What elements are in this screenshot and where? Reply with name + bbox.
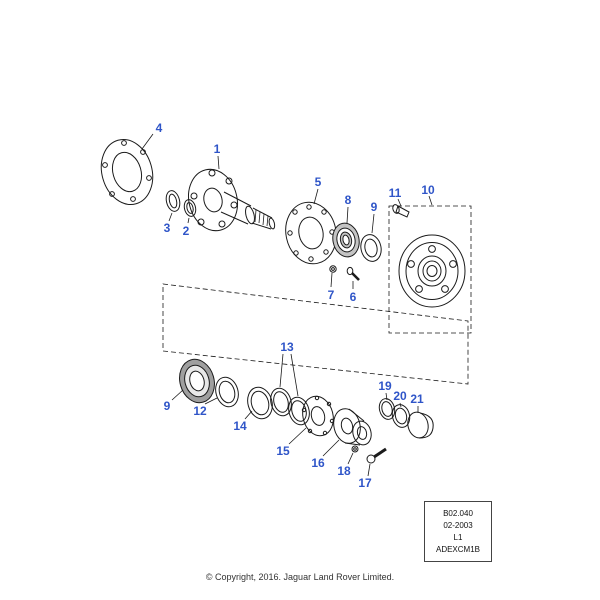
part-13-lock-rings: [270, 387, 310, 426]
part-17-bolt: [366, 447, 387, 464]
leader-line: [371, 213, 375, 234]
part-label-10[interactable]: 10: [421, 183, 435, 197]
leader-line: [244, 410, 253, 420]
leader-line: [347, 452, 354, 465]
part-9-race-upper: [360, 234, 382, 262]
part-18-washer: [351, 445, 359, 453]
part-label-17[interactable]: 17: [358, 476, 372, 490]
leader-line: [204, 397, 218, 405]
part-1-stub-axle: [188, 168, 276, 232]
leader-line: [322, 439, 340, 457]
leader-line: [187, 217, 190, 224]
leader-line: [346, 206, 349, 224]
part-8-bearing: [332, 222, 360, 258]
part-label-12[interactable]: 12: [193, 404, 207, 418]
part-label-9[interactable]: 9: [164, 399, 171, 413]
part-label-13[interactable]: 13: [280, 340, 294, 354]
part-label-11[interactable]: 11: [389, 186, 402, 200]
part-14-washer: [247, 386, 273, 420]
part-6-bolt: [346, 266, 360, 281]
part-16-drive-flange: [333, 408, 372, 446]
leader-line: [168, 212, 173, 222]
part-label-5[interactable]: 5: [315, 175, 322, 189]
part-21-hub-cap: [407, 411, 434, 439]
copyright-text: © Copyright, 2016. Jaguar Land Rover Lim…: [205, 572, 395, 582]
leader-line: [141, 133, 154, 150]
part-3-washer: [165, 190, 181, 212]
part-label-1[interactable]: 1: [214, 142, 221, 156]
part-11-bolt: [392, 204, 410, 218]
part-label-14[interactable]: 14: [233, 419, 247, 433]
leader-line: [290, 353, 299, 397]
part-label-7[interactable]: 7: [328, 288, 335, 302]
part-label-6[interactable]: 6: [350, 290, 357, 304]
part-label-19[interactable]: 19: [378, 379, 392, 393]
leader-line: [367, 463, 371, 477]
leader-line: [330, 272, 333, 288]
hub-dashed-box: [388, 205, 472, 334]
leader-line: [217, 155, 220, 170]
leader-line: [428, 195, 433, 206]
leader-line: [171, 389, 184, 401]
section-dashed-outline: [162, 283, 469, 385]
part-20-ring: [391, 404, 411, 428]
part-label-20[interactable]: 20: [393, 389, 407, 403]
info-line-code: B02.040: [443, 509, 473, 518]
part-7-washer: [329, 265, 337, 273]
part-label-21[interactable]: 21: [410, 392, 424, 406]
part-label-15[interactable]: 15: [276, 444, 290, 458]
part-5-gasket-plate: [285, 201, 337, 265]
part-15-gasket: [301, 395, 335, 437]
info-line-revision: L1: [453, 533, 463, 542]
part-9-bearing-lower: [179, 358, 215, 404]
leader-line: [397, 198, 402, 207]
part-label-4[interactable]: 4: [156, 121, 163, 135]
leader-line: [279, 353, 284, 388]
part-label-2[interactable]: 2: [183, 224, 190, 238]
leader-line: [313, 188, 319, 205]
info-box: B02.040 02-2003 L1 ADEXCM1B: [424, 501, 492, 562]
info-line-id: ADEXCM1B: [435, 545, 480, 554]
part-4-gasket: [100, 139, 154, 205]
part-label-8[interactable]: 8: [345, 193, 352, 207]
info-line-date: 02-2003: [443, 521, 473, 530]
part-label-3[interactable]: 3: [164, 221, 171, 235]
leader-line: [385, 392, 388, 401]
part-label-18[interactable]: 18: [337, 464, 351, 478]
part-12-ring: [215, 376, 239, 408]
part-label-9[interactable]: 9: [371, 200, 378, 214]
leader-line: [288, 427, 307, 445]
part-2-seal: [183, 199, 197, 217]
part-label-16[interactable]: 16: [311, 456, 325, 470]
leader-line: [399, 402, 402, 408]
part-10-hub: [398, 234, 466, 308]
